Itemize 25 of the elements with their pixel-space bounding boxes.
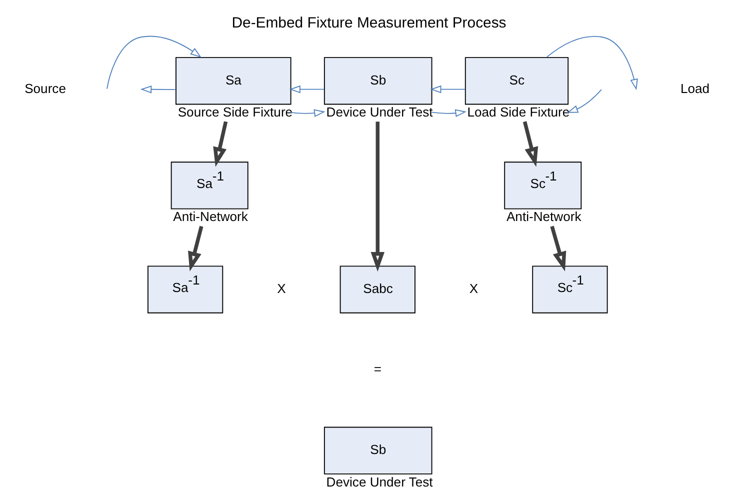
arrow [290, 109, 325, 117]
node-label: Anti-Network [172, 209, 248, 224]
label: X [468, 281, 478, 296]
arrow [430, 109, 466, 118]
arrow [288, 85, 324, 94]
label: = [373, 361, 381, 376]
node-label: Anti-Network [506, 209, 581, 224]
arrow [546, 36, 638, 90]
arrow [106, 36, 201, 90]
arrow [430, 85, 466, 94]
arrow [566, 89, 602, 113]
diagram-title: De-Embed Fixture Measurement Process [231, 14, 506, 32]
label: Source [24, 80, 66, 96]
arrow [188, 226, 203, 272]
arrow [370, 122, 384, 272]
node-label: Device Under Test [326, 104, 432, 120]
node-label: Source Side Fixture [177, 104, 292, 120]
arrow [212, 121, 228, 167]
node-label: Load Side Fixture [466, 104, 570, 120]
arrow [140, 85, 176, 94]
label: Load [680, 80, 710, 96]
arrow [522, 121, 538, 167]
arrow [550, 226, 566, 272]
label: X [276, 281, 286, 296]
node-label: Device Under Test [326, 474, 432, 490]
